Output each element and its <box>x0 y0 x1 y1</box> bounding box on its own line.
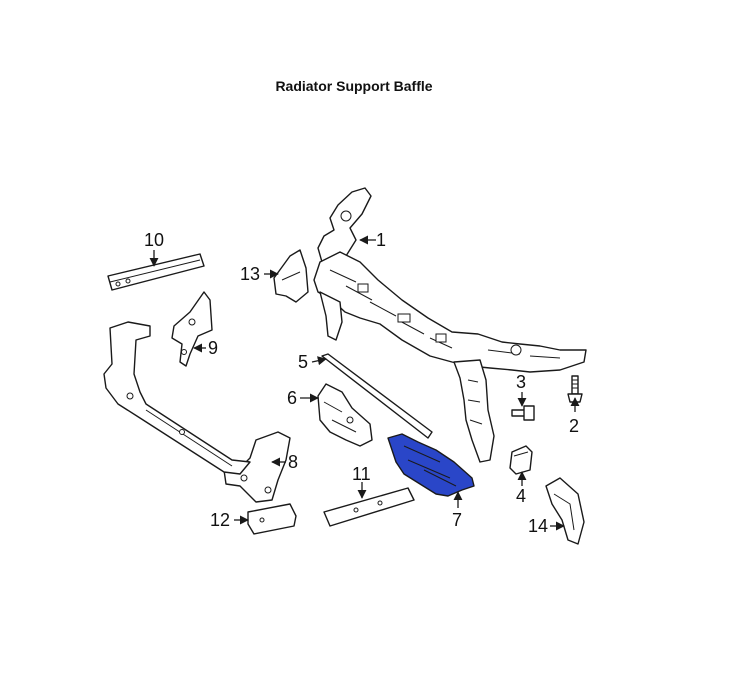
callout-13[interactable]: 13 <box>240 264 260 284</box>
callout-9[interactable]: 9 <box>208 338 218 358</box>
part-10-reinforcement[interactable] <box>107 253 205 291</box>
part-4-clip[interactable] <box>509 445 533 475</box>
part-6-bracket[interactable] <box>317 383 373 447</box>
lower-radiator-rail[interactable] <box>103 321 251 475</box>
part-14-deflector[interactable] <box>545 477 585 545</box>
callout-5[interactable]: 5 <box>298 352 308 372</box>
callout-8[interactable]: 8 <box>288 452 298 472</box>
callout-6[interactable]: 6 <box>287 388 297 408</box>
part-3-bolt[interactable] <box>511 405 535 421</box>
callout-2[interactable]: 2 <box>569 416 579 436</box>
callout-11[interactable]: 11 <box>352 464 371 484</box>
part-11-plate[interactable] <box>323 487 415 527</box>
part-7-baffle[interactable] <box>387 433 475 497</box>
leader-5 <box>311 356 327 366</box>
part-12-bracket[interactable] <box>247 503 297 535</box>
callout-1[interactable]: 1 <box>376 230 386 250</box>
part-9-bracket[interactable] <box>171 291 213 367</box>
part-13-side-panel[interactable] <box>273 249 309 303</box>
part-5-seal-strip[interactable] <box>321 353 433 439</box>
callout-10[interactable]: 10 <box>144 230 164 250</box>
part-1-radiator-support[interactable] <box>313 187 587 463</box>
callout-7[interactable]: 7 <box>452 510 462 530</box>
callout-3[interactable]: 3 <box>516 372 526 392</box>
callout-12[interactable]: 12 <box>210 510 230 530</box>
diagram-title: Radiator Support Baffle <box>275 78 433 94</box>
callout-4[interactable]: 4 <box>516 486 526 506</box>
callout-14[interactable]: 14 <box>528 516 548 536</box>
